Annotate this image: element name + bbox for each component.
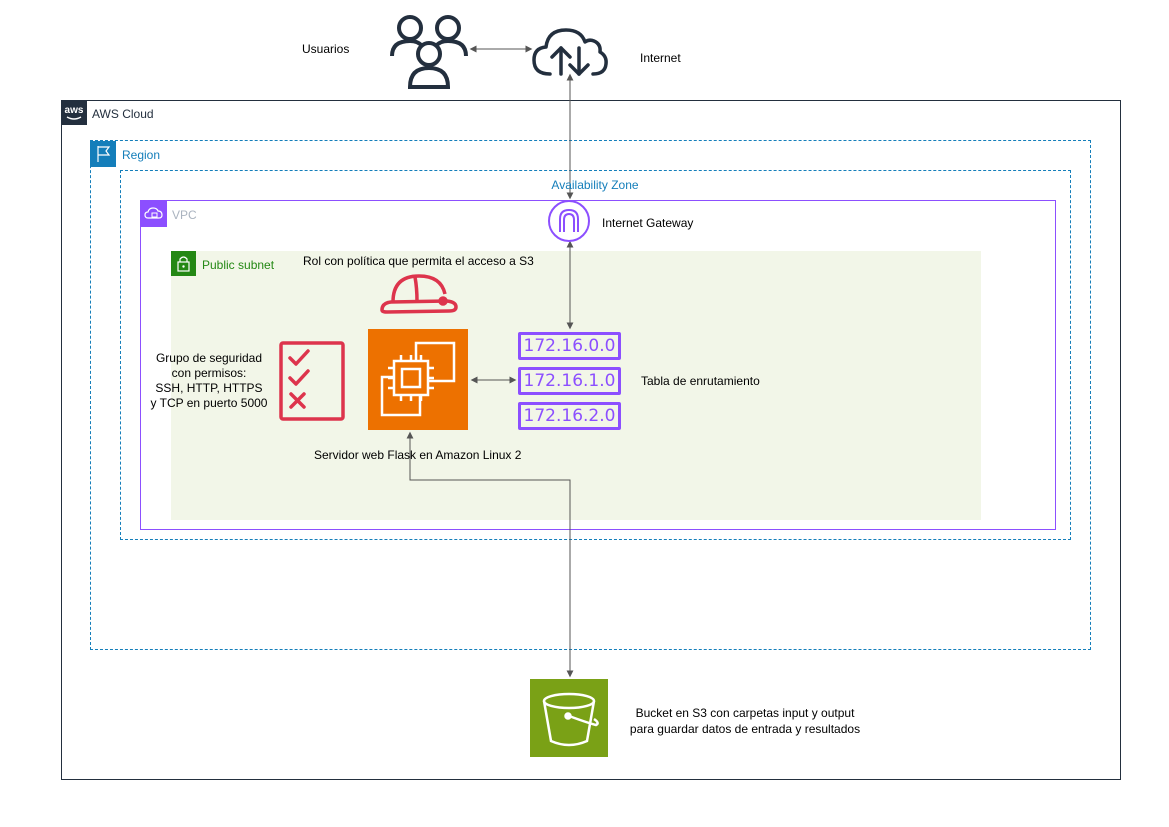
aws-cloud-group — [61, 100, 1121, 780]
ec2-s3-connector — [406, 431, 574, 678]
security-group-checklist-icon — [278, 340, 346, 422]
ec2-instance-icon — [368, 329, 468, 430]
route-entry-2: 172.16.1.0 — [518, 367, 621, 395]
public-subnet-label: Public subnet — [202, 258, 275, 272]
security-group-line-3: SSH, HTTP, HTTPS — [155, 381, 263, 395]
bucket-label-line-2: para guardar datos de entrada y resultad… — [629, 722, 861, 736]
route-entry-1: 172.16.0.0 — [518, 332, 621, 360]
users-label: Usuarios — [302, 42, 350, 56]
region-group — [90, 140, 1091, 650]
security-group-line-2: con permisos: — [171, 366, 247, 380]
internet-cloud-icon — [531, 26, 609, 78]
security-group-line-1: Grupo de seguridad — [155, 351, 263, 365]
security-group-label: Grupo de seguridad con permisos: SSH, HT… — [128, 351, 290, 411]
bucket-label: Bucket en S3 con carpetas input y output… — [620, 705, 870, 737]
internet-label: Internet — [640, 51, 681, 65]
aws-logo-icon: aws — [61, 100, 87, 125]
route-entry-3: 172.16.2.0 — [518, 402, 621, 430]
availability-zone-label: Availability Zone — [551, 178, 639, 192]
availability-zone-group — [120, 170, 1071, 540]
server-label: Servidor web Flask en Amazon Linux 2 — [314, 448, 522, 462]
route-table-label: Tabla de enrutamiento — [641, 374, 760, 388]
subnet-lock-icon — [171, 251, 196, 276]
aws-logo-text: aws — [65, 105, 84, 116]
aws-cloud-label: AWS Cloud — [92, 107, 154, 121]
s3-bucket-icon — [530, 679, 608, 757]
region-label: Region — [122, 148, 161, 162]
public-subnet-group — [171, 251, 981, 520]
iam-role-helmet-icon — [379, 270, 459, 316]
bucket-label-line-1: Bucket en S3 con carpetas input y output — [635, 706, 855, 720]
role-label: Rol con política que permita el acceso a… — [303, 254, 534, 268]
region-flag-icon — [90, 141, 116, 167]
internet-gateway-label: Internet Gateway — [602, 216, 694, 230]
users-icon — [388, 8, 470, 90]
vpc-cloud-icon — [141, 201, 167, 227]
vpc-label: VPC — [172, 208, 197, 222]
internet-gateway-icon — [547, 199, 591, 243]
security-group-line-4: y TCP en puerto 5000 — [150, 396, 268, 410]
vpc-group — [140, 200, 1056, 530]
